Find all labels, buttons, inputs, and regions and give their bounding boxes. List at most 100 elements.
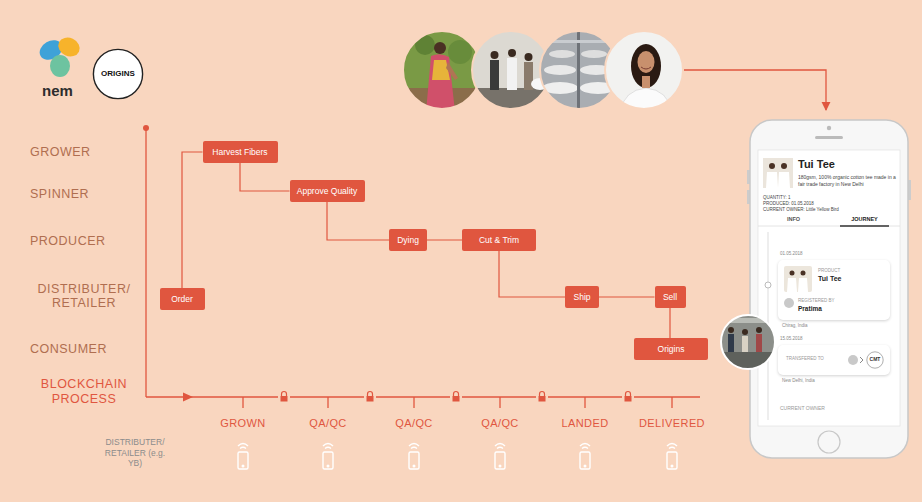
timeline xyxy=(765,282,771,288)
lock-icon xyxy=(368,392,373,397)
factory-photo xyxy=(720,314,776,370)
phone-icon xyxy=(580,452,590,469)
stage-label: QA/QC xyxy=(374,417,454,430)
photo-producer xyxy=(549,50,575,58)
process-box: Origins xyxy=(634,338,708,360)
flow-line xyxy=(182,152,203,288)
text-slot: nem xyxy=(42,82,73,99)
stage-tick xyxy=(499,397,500,408)
phone-icon xyxy=(497,447,503,448)
process-box: Dying xyxy=(389,229,427,251)
text-slot: REGISTERED BY xyxy=(798,298,835,303)
lock-icon xyxy=(536,389,548,404)
lock-icon xyxy=(622,389,634,404)
timeline-date: 15.05.2018 xyxy=(780,336,803,341)
phone-icon xyxy=(495,444,505,447)
phone-icon xyxy=(323,444,333,470)
location-label: Chirag, India xyxy=(782,323,808,328)
phone-frame xyxy=(827,126,831,130)
text-slot: 180gsm, 100% organic cotton tee made in … xyxy=(798,174,896,187)
process-label: Ship xyxy=(572,286,592,308)
phone-icon xyxy=(238,444,248,447)
stage-label: QA/QC xyxy=(288,417,368,430)
row-label: DISTRIBUTER/ RETAILER xyxy=(28,282,140,311)
text-slot: GROWER xyxy=(30,145,91,159)
text-slot: Chirag, India xyxy=(782,323,808,328)
field-caption: PRODUCT xyxy=(818,268,840,273)
phone-icon xyxy=(409,444,419,470)
note: DISTRIBUTER/ RETAILER (e.g. YB) xyxy=(98,437,172,469)
lock-icon xyxy=(626,392,631,397)
lock-icon xyxy=(278,389,290,404)
text-slot: Dying xyxy=(396,229,420,251)
phone-icon xyxy=(409,444,419,447)
tab-divider xyxy=(758,226,900,227)
product-thumbnail xyxy=(766,172,778,188)
phone-icon xyxy=(669,447,675,448)
process-label: Order xyxy=(167,288,198,310)
field-value: Tui Tee xyxy=(818,275,841,283)
lock-icon xyxy=(282,392,287,397)
phone-icon xyxy=(413,465,415,467)
product-thumbnail xyxy=(781,163,787,169)
lock-icon xyxy=(450,389,462,404)
circle-outline xyxy=(867,352,883,368)
photo-grower xyxy=(446,62,458,80)
lock-icon xyxy=(539,396,546,402)
process-label: Harvest Fibers xyxy=(210,141,271,163)
card-thumbnail xyxy=(784,266,812,292)
stage-tick xyxy=(413,397,414,408)
text-slot: JOURNEY xyxy=(829,216,900,222)
flow-line xyxy=(327,202,389,240)
process-label: Cut & Trim xyxy=(469,229,529,251)
phone-frame xyxy=(818,431,840,453)
photo-consumer xyxy=(638,51,655,73)
lock-icon xyxy=(540,392,545,397)
stage-label: GROWN xyxy=(203,417,283,430)
text-slot: LANDED xyxy=(545,417,625,430)
process-box: Ship xyxy=(565,286,599,308)
lock-icon xyxy=(454,392,459,397)
photo-spinner xyxy=(491,51,499,59)
process-box: Approve Quality xyxy=(290,180,365,202)
circle-outline xyxy=(93,49,142,98)
text-slot: Tui Tee xyxy=(818,275,841,283)
stage-tick xyxy=(242,397,243,408)
text-slot: SPINNER xyxy=(30,187,89,201)
lock-icon xyxy=(278,389,290,404)
photo-consumer xyxy=(631,44,661,88)
product-thumbnail xyxy=(763,158,793,188)
card-thumbnail xyxy=(790,271,795,276)
photo-spinner xyxy=(490,60,499,90)
photo-spinner xyxy=(508,49,516,57)
text-slot: CONSUMER xyxy=(30,342,107,356)
phone-icon xyxy=(242,465,244,467)
text-slot: Harvest Fibers xyxy=(210,141,271,163)
field-value: Pratima xyxy=(798,305,822,312)
lock-icon xyxy=(622,389,634,404)
product-field: PRODUCED: 01.05.2018 xyxy=(763,201,814,206)
text-slot: DISTRIBUTER/ RETAILER xyxy=(28,282,140,311)
text-slot: GROWN xyxy=(203,417,283,430)
photo-arrow xyxy=(684,70,826,110)
product-title: Tui Tee xyxy=(798,158,835,171)
factory-photo xyxy=(742,329,748,335)
flow-line xyxy=(669,308,670,338)
process-box: Cut & Trim xyxy=(462,229,536,251)
photo-producer xyxy=(544,65,576,75)
photo-grower xyxy=(403,31,481,109)
phone-icon xyxy=(409,452,419,469)
product-thumbnail xyxy=(769,163,775,169)
tab-label: JOURNEY xyxy=(829,216,900,222)
phone-icon xyxy=(667,452,677,469)
card-thumbnail xyxy=(798,278,808,292)
process-box: Sell xyxy=(655,286,686,308)
phone-icon xyxy=(495,452,505,469)
field-caption: REGISTERED BY xyxy=(798,298,835,303)
tab-label: INFO xyxy=(758,216,829,222)
row-label: GROWER xyxy=(30,145,91,159)
phone-icon xyxy=(411,447,417,448)
text-slot: QA/QC xyxy=(460,417,540,430)
row-label: BLOCKCHAIN PROCESS xyxy=(28,377,140,407)
section-label: CURRENT OWNER xyxy=(780,406,825,412)
